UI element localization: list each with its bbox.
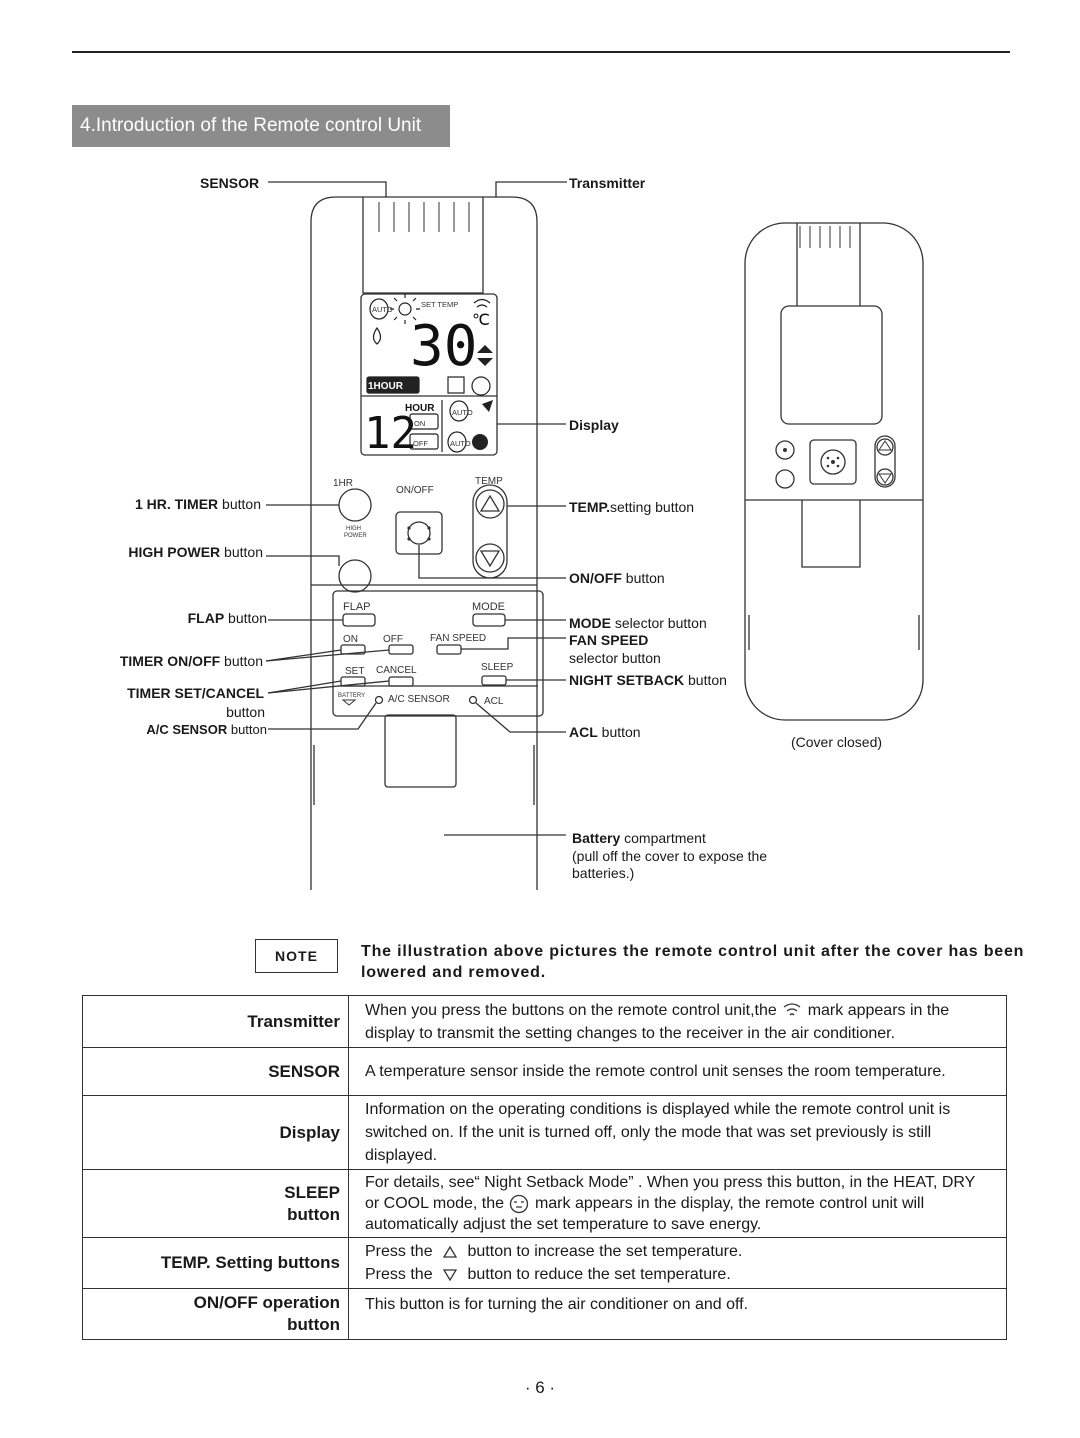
section-title: 4.Introduction of the Remote control Uni…	[72, 105, 450, 147]
btn-on-label: ON	[343, 634, 358, 645]
label-night-setback: NIGHT SETBACK button	[569, 672, 727, 688]
label-onoff: ON/OFF button	[569, 570, 665, 586]
lcd-unit: ℃	[472, 312, 490, 329]
row-desc-display: Information on the operating conditions …	[348, 1095, 1007, 1170]
btn-flap-label: FLAP	[343, 601, 371, 613]
label-fan-speed-2: selector button	[569, 650, 661, 666]
row-desc-sleep: For details, see“ Night Setback Mode” . …	[348, 1169, 1007, 1238]
transmit-signal-icon	[783, 1003, 801, 1016]
lcd-temp-digits: 30	[410, 314, 477, 379]
label-temp-setting: TEMP.setting button	[569, 499, 695, 515]
remote-closed-body	[744, 222, 924, 721]
row-heading-display: Display	[82, 1095, 349, 1170]
btn-1hr-label: 1HR	[333, 478, 353, 489]
triangle-down-icon	[442, 1269, 458, 1282]
label-battery-2: (pull off the cover to expose the	[572, 848, 768, 864]
row-desc-onoff: This button is for turning the air condi…	[348, 1288, 1007, 1340]
label-1hr-timer: 1 HR. TIMER button	[134, 496, 261, 512]
btn-onoff-label: ON/OFF	[396, 485, 434, 496]
label-high-power: HIGH POWER button	[128, 544, 263, 560]
row-desc-sensor: A temperature sensor inside the remote c…	[348, 1047, 1007, 1096]
description-table: Transmitter When you press the buttons o…	[82, 995, 1007, 1340]
header-rule	[72, 51, 1010, 53]
btn-battery-label: BATTERY	[338, 693, 365, 699]
table-row-temp: TEMP. Setting buttons Press the button t…	[82, 1237, 1007, 1289]
label-cover-closed: (Cover closed)	[791, 734, 883, 750]
btn-mode-label: MODE	[472, 601, 505, 613]
lcd-timer-digits: 12	[364, 408, 417, 459]
btn-sleep-label: SLEEP	[481, 662, 514, 673]
row-heading-transmitter: Transmitter	[82, 995, 349, 1048]
label-transmitter: Transmitter	[569, 175, 646, 191]
remote-diagram: AUTO SET TEMP AUTO AUTO ON OFF 30 ℃ 1HOU…	[265, 181, 924, 890]
note-text: The illustration above pictures the remo…	[361, 943, 1025, 981]
label-mode: MODE selector button	[569, 615, 707, 631]
page-number: · 6 ·	[524, 1378, 556, 1397]
label-sensor: SENSOR	[200, 175, 260, 191]
btn-off-label: OFF	[383, 634, 403, 645]
btn-cancel-label: CANCEL	[376, 665, 417, 676]
lcd-off: OFF	[413, 439, 428, 448]
lcd-auto-3: AUTO	[450, 439, 471, 448]
btn-temp-label: TEMP	[475, 476, 503, 487]
label-fan-speed: FAN SPEED	[569, 632, 649, 648]
lcd-auto-2: AUTO	[452, 408, 473, 417]
lcd-set-temp: SET TEMP	[421, 300, 458, 309]
btn-ac-sensor-label: A/C SENSOR	[388, 694, 450, 705]
remote-body	[310, 196, 538, 890]
btn-set-label: SET	[345, 666, 364, 677]
lcd-1hour: 1HOUR	[368, 381, 404, 392]
lcd-hour: HOUR	[405, 403, 435, 414]
row-heading-temp: TEMP. Setting buttons	[82, 1237, 349, 1289]
btn-fan-speed-label: FAN SPEED	[430, 633, 486, 644]
label-timer-set-cancel: TIMER SET/CANCEL	[127, 685, 264, 701]
label-acl: ACL button	[569, 724, 641, 740]
btn-acl-label: ACL	[484, 696, 504, 707]
note-label: NOTE	[255, 939, 338, 973]
label-battery: Battery compartment	[572, 830, 706, 846]
sleep-face-icon	[510, 1194, 529, 1213]
row-desc-temp: Press the button to increase the set tem…	[348, 1237, 1007, 1289]
btn-power-label: POWER	[344, 533, 367, 539]
label-ac-sensor: A/C SENSOR button	[146, 722, 267, 737]
row-heading-sensor: SENSOR	[82, 1047, 349, 1096]
btn-high-label: HIGH	[346, 526, 361, 532]
label-battery-3: batteries.)	[572, 865, 635, 881]
table-row-sensor: SENSOR A temperature sensor inside the r…	[82, 1047, 1007, 1096]
label-display: Display	[569, 417, 619, 433]
row-desc-transmitter: When you press the buttons on the remote…	[348, 995, 1007, 1048]
table-row-display: Display Information on the operating con…	[82, 1095, 1007, 1170]
label-flap: FLAP button	[187, 610, 267, 626]
triangle-up-icon	[442, 1245, 458, 1258]
lcd-on: ON	[414, 419, 425, 428]
table-row-transmitter: Transmitter When you press the buttons o…	[82, 995, 1007, 1048]
label-timer-set-cancel-2: button	[226, 704, 265, 720]
label-timer-onoff: TIMER ON/OFF button	[119, 653, 263, 669]
lcd-auto-label: AUTO	[372, 305, 393, 314]
